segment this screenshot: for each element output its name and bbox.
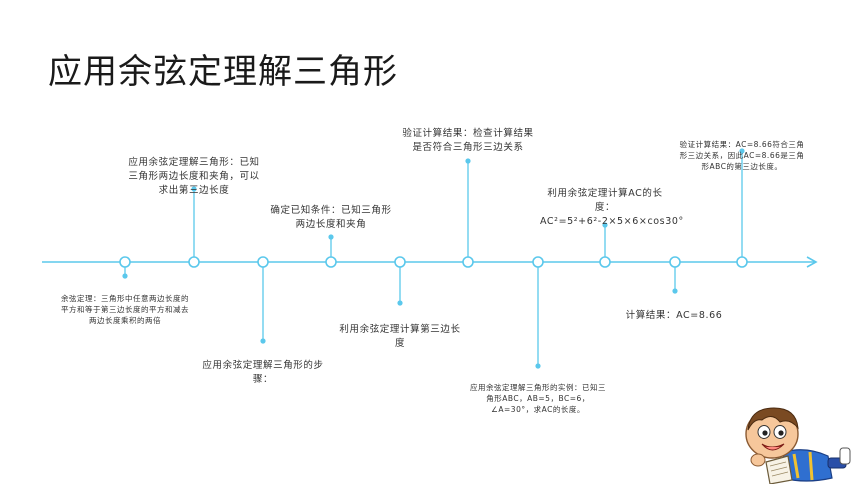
- timeline-node-3: [257, 256, 269, 268]
- cartoon-boy-reading-icon: [745, 407, 851, 484]
- label-result-ac: 计算结果：AC=8.66: [625, 310, 723, 321]
- timeline-node-8: [599, 256, 611, 268]
- label-cosine-law: 余弦定理：三角形中任意两边长度的平方和等于第三边长度的平方和减去两边长度乘积的两…: [61, 294, 189, 325]
- label-apply-overview: 应用余弦定理解三角形：已知三角形两边长度和夹角，可以求出第三边长度: [128, 157, 260, 196]
- timeline-node-4: [325, 256, 337, 268]
- page-title: 应用余弦定理解三角形: [48, 52, 398, 92]
- timeline-arrowhead: [806, 256, 818, 268]
- timeline-node-7: [532, 256, 544, 268]
- label-compute-third-side: 利用余弦定理计算第三边长度: [339, 324, 461, 349]
- timeline-node-9: [669, 256, 681, 268]
- timeline-node-6: [462, 256, 474, 268]
- label-compute-ac: 利用余弦定理计算AC的长度：AC²=5²+6²-2×5×6×cos30°: [540, 188, 684, 227]
- timeline-node-2: [188, 256, 200, 268]
- timeline-node-1: [119, 256, 131, 268]
- label-verify-ac: 验证计算结果：AC=8.66符合三角形三边关系，因此AC=8.66是三角形ABC…: [679, 140, 805, 171]
- label-steps-heading: 应用余弦定理解三角形的步骤：: [202, 360, 324, 385]
- timeline-node-5: [394, 256, 406, 268]
- label-example: 应用余弦定理解三角形的实例：已知三角形ABC，AB=5，BC=6，∠A=30°，…: [470, 383, 606, 414]
- timeline-end-dots: [122, 148, 745, 369]
- label-verify-result: 验证计算结果：检查计算结果是否符合三角形三边关系: [402, 128, 534, 153]
- label-known-conditions: 确定已知条件：已知三角形两边长度和夹角: [270, 205, 392, 230]
- timeline-node-10: [736, 256, 748, 268]
